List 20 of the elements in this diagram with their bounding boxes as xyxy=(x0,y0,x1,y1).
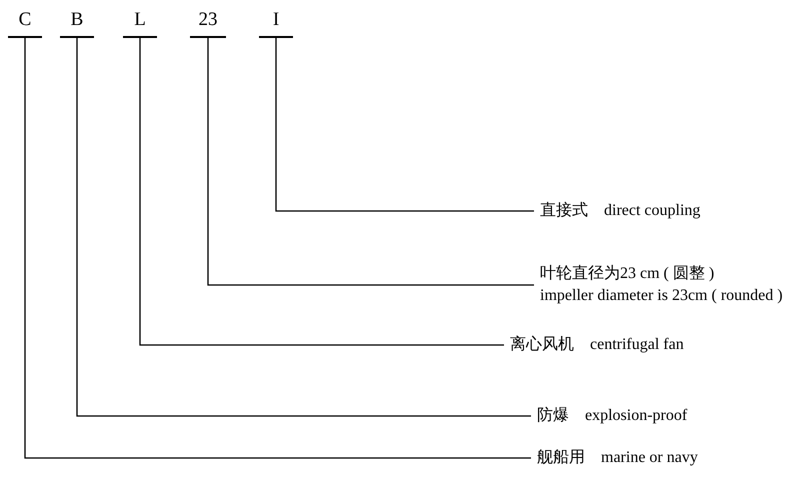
leader-line xyxy=(139,38,504,346)
code-letter: 23 xyxy=(190,6,226,38)
description-label: 防爆 xyxy=(537,406,569,426)
code-letter: B xyxy=(60,6,94,38)
description-label: 直接式 xyxy=(540,200,588,221)
description-label: 舰船用 xyxy=(537,448,585,468)
leader-line xyxy=(275,38,534,212)
code-letter: L xyxy=(123,6,157,38)
description-label: direct coupling xyxy=(604,201,700,221)
leader-line xyxy=(76,38,531,417)
code-letter: C xyxy=(8,6,42,38)
code-letter: I xyxy=(259,6,293,38)
description-label: 叶轮直径为23 cm ( 圆整 ) xyxy=(540,264,716,284)
description-label: marine or navy xyxy=(601,448,698,468)
description-label: impeller diameter is 23cm ( rounded ) xyxy=(540,286,783,306)
description-label: centrifugal fan xyxy=(590,335,684,355)
leader-line xyxy=(24,38,531,459)
description-label: explosion-proof xyxy=(585,406,688,426)
description-label: 离心风机 xyxy=(510,334,574,355)
leader-line xyxy=(207,38,534,286)
